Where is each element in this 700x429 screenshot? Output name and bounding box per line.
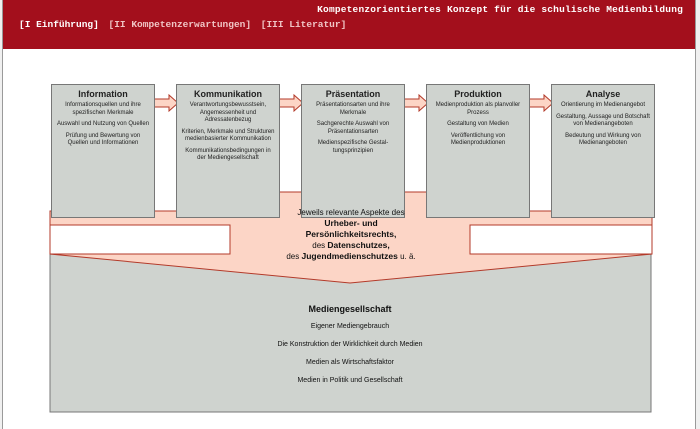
box-item: Kriterien, Merkmale und Strukturen medie…: [181, 128, 275, 143]
box-item: Informationsquellen und ihre spezifische…: [65, 102, 141, 116]
box-title: Information: [78, 89, 128, 99]
box-item: Prüfung und Bewertung von Quellen und In…: [65, 132, 141, 147]
header-bar: Kompetenzorientiertes Konzept für die sc…: [3, 0, 695, 49]
center-line: u. ä.: [397, 252, 416, 261]
center-bold: Datenschutzes,: [327, 240, 390, 250]
box-title: Produktion: [454, 89, 502, 99]
center-bold: Urheber- und: [324, 218, 378, 228]
box-item: Gestaltung von Medien: [447, 121, 509, 127]
bottom-item: Medien als Wirtschaftsfaktor: [306, 359, 394, 366]
box-item: Kommunikationsbedin­gungen in der Medien…: [185, 147, 271, 162]
box-item: Medienspezifische Gestal­tungsprinzipien: [317, 140, 389, 154]
center-line: des: [286, 252, 302, 261]
box-item: Gestaltung, Aussage und Botschaft von Me…: [556, 113, 650, 128]
box-item: Medienproduktion als planvoller Prozess: [435, 102, 521, 116]
box-title: Analyse: [585, 89, 621, 99]
center-bold: Jugendmedienschutzes: [301, 251, 398, 261]
center-line: Jeweils relevante Aspekte des: [297, 208, 405, 217]
box-title: Kommunikation: [193, 89, 262, 99]
box-information: Information Informationsquellen und ihre…: [51, 84, 155, 218]
bottom-item: Medien in Politik und Gesellschaft: [297, 377, 403, 384]
box-praesentation: Präsentation Präsentationsarten und ihre…: [301, 84, 405, 218]
center-bold: Persönlichkeitsrechts,: [305, 229, 397, 239]
bottom-title: Mediengesellschaft: [308, 304, 392, 314]
box-item: Verantwortungsbewusst­sein, Angemessenhe…: [189, 102, 267, 123]
box-item: Bedeutung und Wirkung von Medienangebote…: [565, 132, 641, 147]
box-item: Veröffentlichung von Medienproduktionen: [450, 132, 506, 147]
mediengesellschaft-text: Mediengesellschaft Eigener Mediengebrauc…: [50, 304, 650, 395]
box-produktion: Produktion Medienproduktion als planvoll…: [426, 84, 530, 218]
bottom-item: Die Konstruktion der Wirklichkeit durch …: [277, 341, 423, 348]
arrow-cutout-left: [49, 224, 231, 255]
box-kommunikation: Kommunikation Verantwortungsbewusst­sein…: [176, 84, 280, 218]
box-title: Präsentation: [325, 89, 381, 99]
nav-link-literatur[interactable]: [III Literatur]: [260, 19, 347, 30]
box-item: Orientierung im Medienangebot: [560, 102, 646, 108]
center-line: des: [312, 241, 328, 250]
page-title: Kompetenzorientiertes Konzept für die sc…: [317, 4, 683, 15]
nav-link-kompetenzerwartungen[interactable]: [II Kompetenzerwartungen]: [108, 19, 252, 30]
bottom-item: Eigener Mediengebrauch: [310, 323, 390, 330]
nav-bar: [I Einführung] [II Kompetenzerwartungen]…: [19, 19, 350, 30]
box-item: Sachgerechte Auswahl von Präsentationsar…: [316, 121, 390, 135]
nav-link-einfuehrung[interactable]: [I Einführung]: [19, 19, 99, 30]
arrow-cutout-right: [469, 224, 653, 255]
box-item: Präsentationsarten und ihre Merkmale: [316, 102, 390, 116]
box-item: Auswahl und Nutzung von Quellen: [56, 121, 150, 127]
central-arrow-text: Jeweils relevante Aspekte des Urheber- u…: [230, 207, 472, 262]
box-analyse: Analyse Orientierung im Medienangebot Ge…: [551, 84, 655, 218]
